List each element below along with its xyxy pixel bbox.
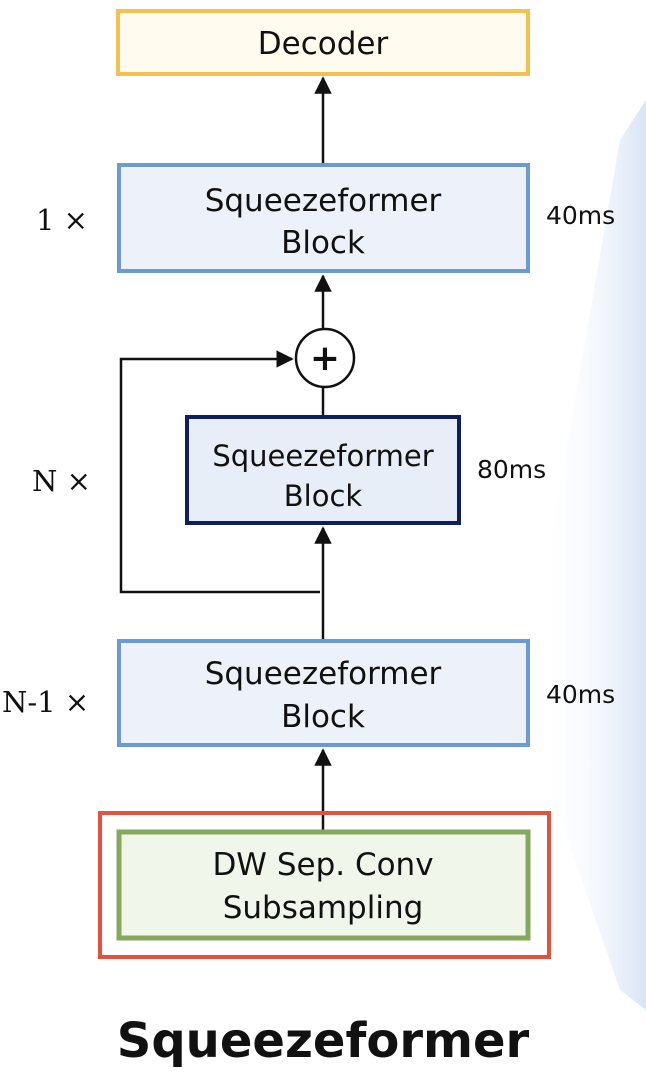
zoom-fade-region <box>540 100 646 1010</box>
decoder-box <box>116 9 530 76</box>
bottom-timing-label: 40ms <box>546 680 615 709</box>
middle-repeat-label: N × <box>32 464 91 498</box>
top-block-label-line1: Squeezeformer <box>205 183 442 219</box>
top-block-box <box>117 163 530 273</box>
subsampling-label-line2: Subsampling <box>223 890 424 926</box>
decoder-label: Decoder <box>258 26 389 62</box>
top-timing-label: 40ms <box>546 201 615 230</box>
adder-circle <box>294 327 356 389</box>
diagram-caption: Squeezeformer <box>117 1013 530 1069</box>
bottom-block-label-line1: Squeezeformer <box>205 656 442 692</box>
middle-block-label-line2: Block <box>284 479 363 513</box>
bottom-block-box <box>117 639 530 747</box>
subsampling-box <box>116 829 531 941</box>
top-block-label-line2: Block <box>281 225 365 261</box>
skip-connection-path <box>119 350 320 594</box>
bottom-repeat-label: N-1 × <box>2 685 89 719</box>
adder-symbol: + <box>310 338 340 379</box>
subsampling-frame <box>98 811 551 959</box>
bottom-block-label-line2: Block <box>281 699 365 735</box>
middle-block-box <box>185 415 461 525</box>
subsampling-label-line1: DW Sep. Conv <box>212 847 433 883</box>
middle-timing-label: 80ms <box>477 455 546 484</box>
top-repeat-label: 1 × <box>36 203 88 237</box>
middle-block-label-line1: Squeezeformer <box>212 439 433 473</box>
